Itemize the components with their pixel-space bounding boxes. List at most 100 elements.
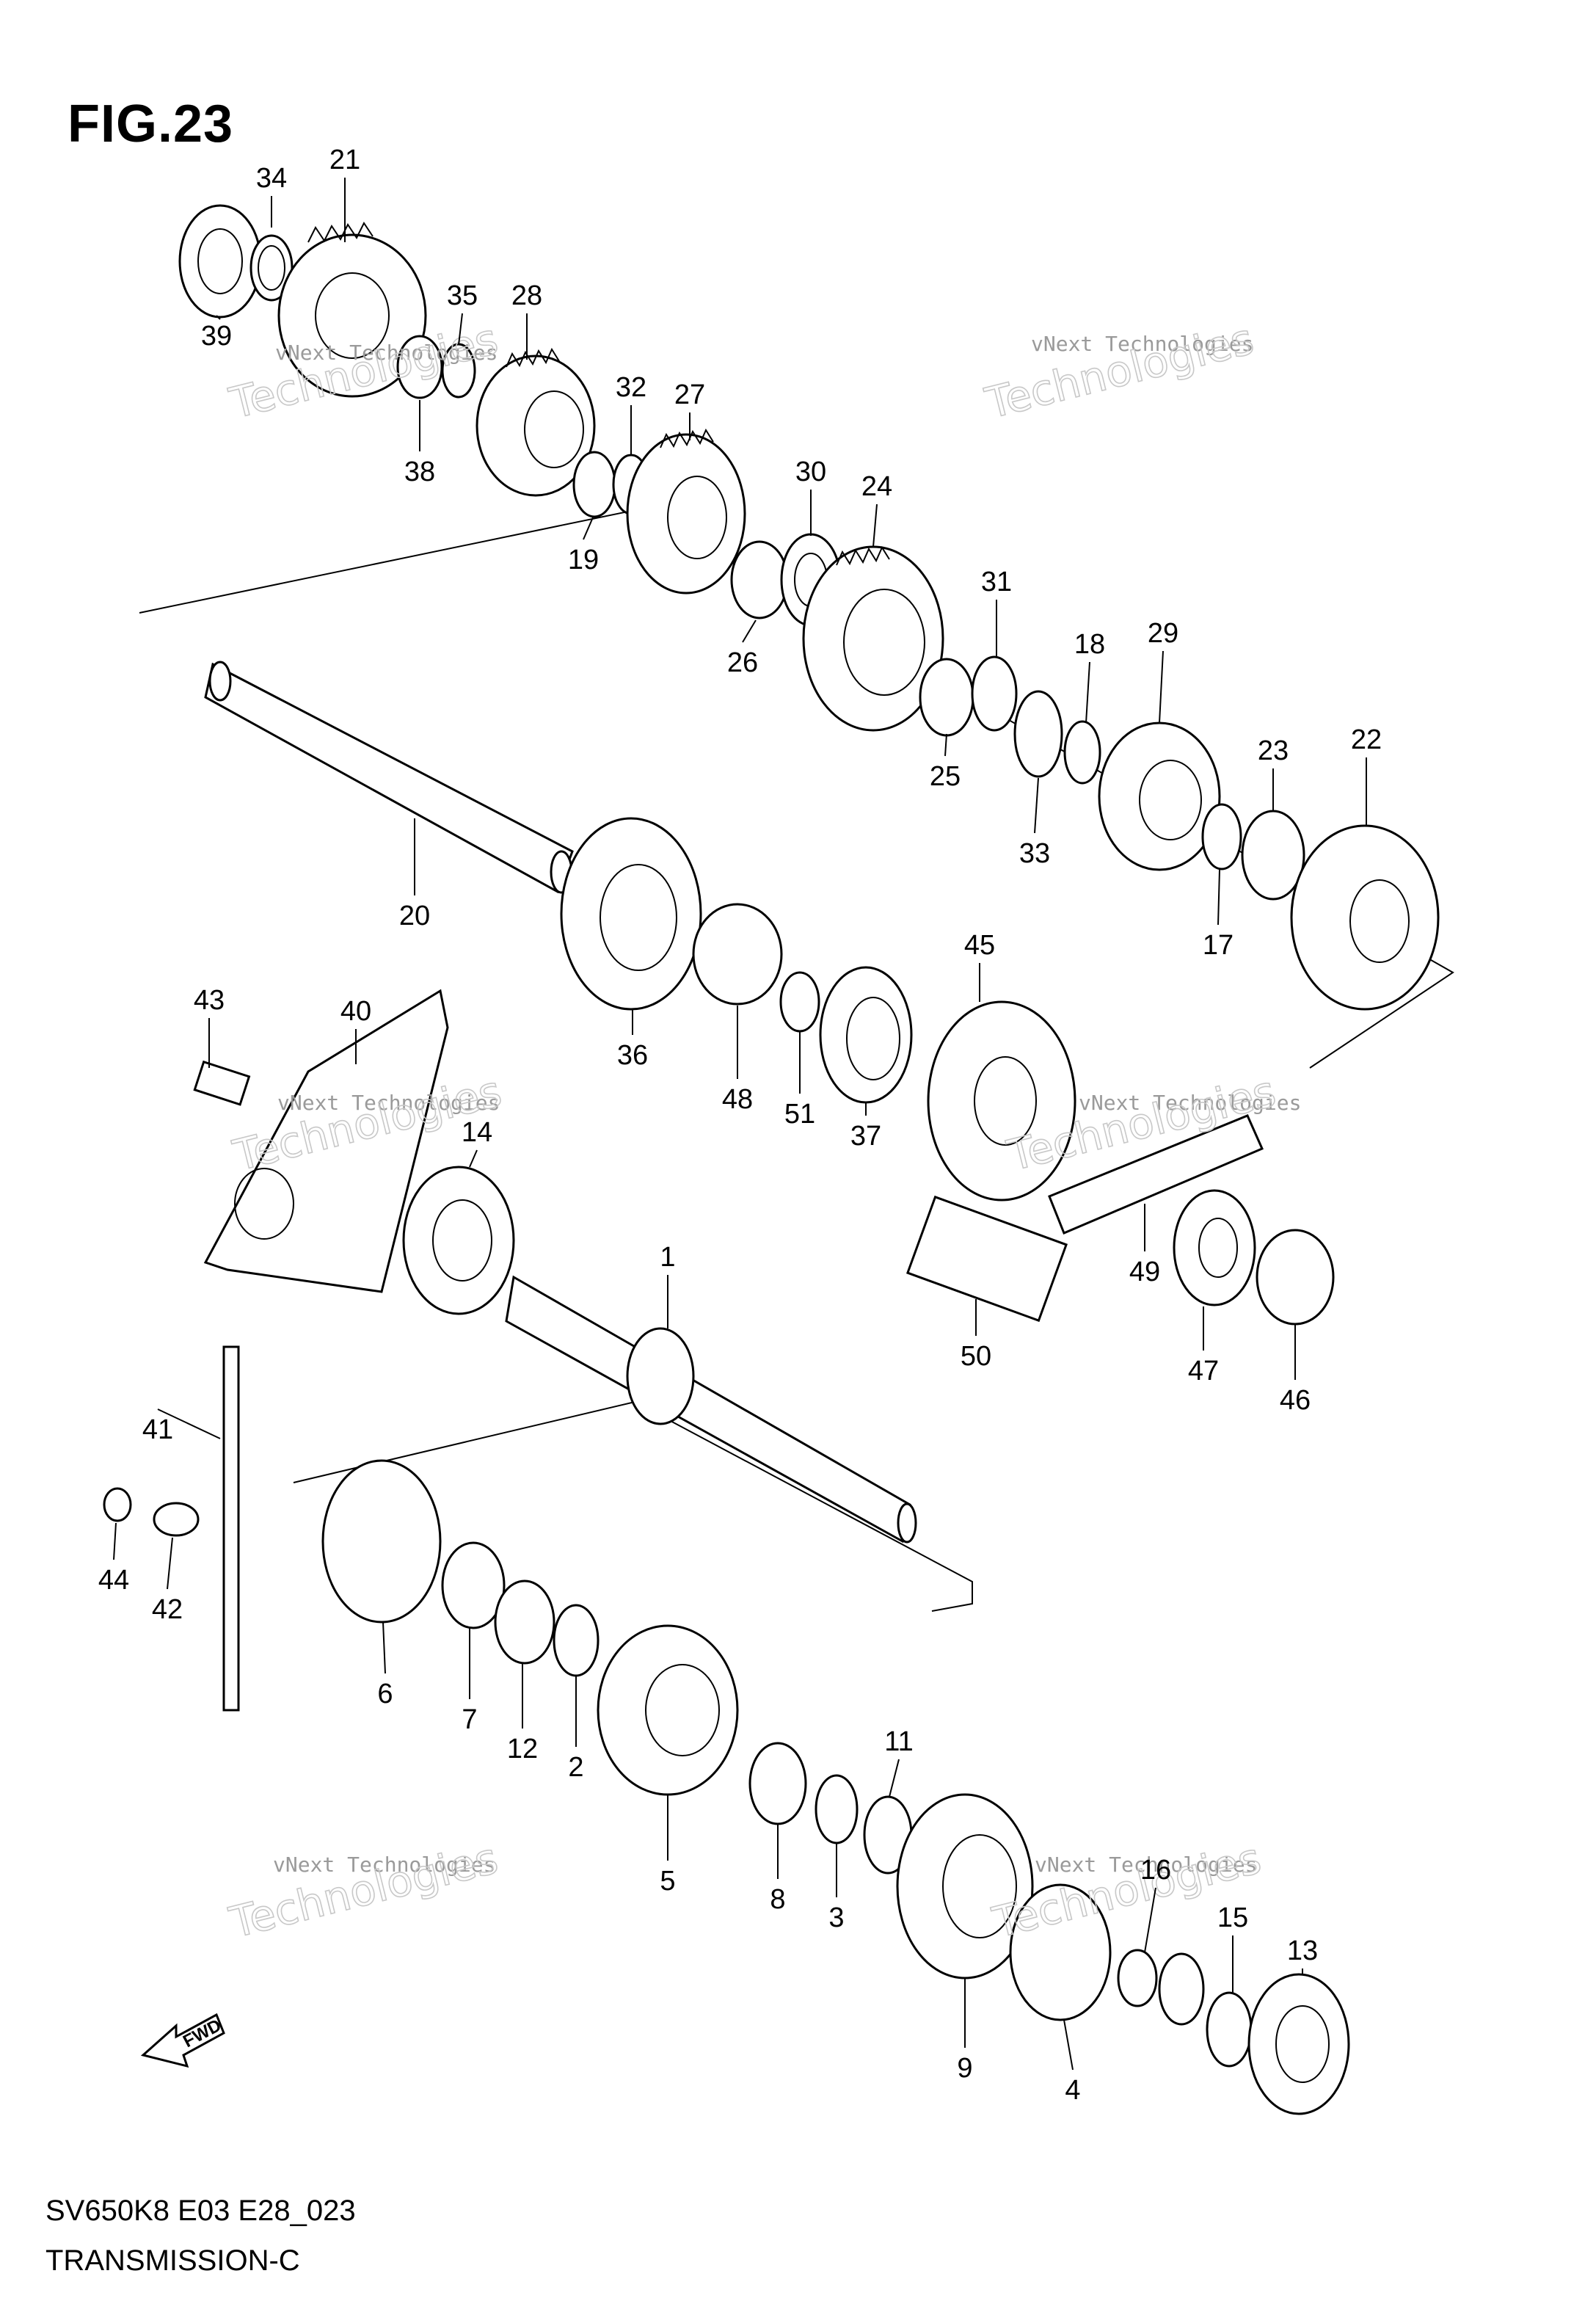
- callout-25: 25: [930, 761, 961, 792]
- callout-leader-33: [1034, 777, 1039, 834]
- driveshaft-1: [505, 1275, 917, 1544]
- callout-leader-18: [1085, 661, 1090, 724]
- fwd-label: FWD: [180, 2015, 225, 2051]
- callout-leader-44: [113, 1522, 117, 1560]
- callout-17: 17: [1203, 930, 1234, 961]
- washer-23: [1241, 810, 1305, 901]
- callout-12: 12: [507, 1734, 538, 1764]
- screw-44: [103, 1487, 132, 1522]
- callout-13: 13: [1287, 1935, 1318, 1966]
- callout-27: 27: [674, 379, 705, 410]
- callout-7: 7: [462, 1704, 477, 1735]
- callout-33: 33: [1019, 838, 1050, 869]
- callout-21: 21: [329, 145, 360, 175]
- callout-40: 40: [340, 996, 371, 1027]
- callout-leader-41: [157, 1408, 221, 1439]
- bearing-36: [560, 817, 702, 1011]
- svg-text:vNext Technologies: vNext Technologies: [1035, 1853, 1257, 1877]
- bushing-8: [748, 1742, 807, 1825]
- callout-6: 6: [377, 1679, 393, 1709]
- callout-leader-26: [742, 619, 757, 643]
- callout-leader-25: [944, 733, 947, 757]
- gear-5: [597, 1624, 739, 1796]
- circlip-3: [815, 1774, 859, 1844]
- callout-leader-24: [872, 504, 878, 548]
- callout-19: 19: [568, 545, 599, 575]
- callout-leader-4: [1063, 2019, 1074, 2071]
- model-code: SV650K8 E03 E28_023: [45, 2195, 356, 2227]
- callout-45: 45: [964, 930, 995, 961]
- callout-leader-6: [382, 1621, 386, 1674]
- nut-46: [1256, 1229, 1335, 1326]
- callout-39: 39: [201, 321, 232, 352]
- callout-leader-42: [167, 1537, 173, 1590]
- forward-arrow-icon: FWD: [140, 2013, 225, 2068]
- callout-43: 43: [194, 985, 225, 1016]
- oil-seal-37: [819, 966, 913, 1104]
- driveshaft-group-frame: [293, 1400, 973, 1612]
- gear-24: [802, 545, 944, 732]
- callout-51: 51: [784, 1099, 815, 1130]
- svg-text:vNext Technologies: vNext Technologies: [275, 341, 498, 365]
- callout-50: 50: [961, 1341, 991, 1372]
- plate-40: [203, 989, 449, 1293]
- callout-leader-39: [216, 315, 221, 320]
- gear-27: [626, 428, 746, 595]
- bolt-43: [193, 1060, 251, 1106]
- callout-26: 26: [727, 647, 758, 678]
- circlip-17: [1201, 803, 1242, 870]
- gear-6: [321, 1459, 442, 1624]
- callout-24: 24: [861, 471, 892, 502]
- callout-9: 9: [957, 2053, 972, 2084]
- clip-42: [153, 1502, 200, 1537]
- shift-rod-41: [222, 1345, 240, 1712]
- svg-text:vNext Technologies: vNext Technologies: [1079, 1091, 1301, 1115]
- callout-36: 36: [617, 1040, 648, 1071]
- callout-leader-19: [583, 517, 594, 540]
- watermark-5: vNext Technologies Technologies: [224, 1833, 503, 1949]
- gear-22: [1290, 824, 1440, 1011]
- callout-48: 48: [722, 1084, 753, 1115]
- bushing-25: [919, 658, 974, 737]
- callout-34: 34: [256, 163, 287, 194]
- callout-29: 29: [1148, 618, 1178, 649]
- bushing-26: [730, 540, 789, 619]
- washer-31: [971, 655, 1018, 732]
- callout-14: 14: [462, 1117, 492, 1148]
- callout-30: 30: [795, 457, 826, 487]
- callout-47: 47: [1188, 1356, 1219, 1386]
- callout-leader-29: [1159, 650, 1164, 724]
- svg-text:vNext Technologies: vNext Technologies: [277, 1091, 500, 1115]
- callout-8: 8: [770, 1884, 785, 1915]
- callout-44: 44: [98, 1565, 129, 1596]
- svg-text:Technologies: Technologies: [225, 1833, 503, 1947]
- bearing-14: [402, 1166, 515, 1315]
- callout-leader-14: [469, 1149, 478, 1168]
- callout-leader-11: [889, 1759, 900, 1797]
- callout-32: 32: [616, 372, 646, 403]
- figure-title: FIG.23: [68, 95, 234, 153]
- gear-29: [1098, 721, 1221, 871]
- bearing-13: [1247, 1973, 1350, 2115]
- callout-3: 3: [828, 1902, 844, 1933]
- svg-text:Technologies: Technologies: [980, 313, 1258, 428]
- watermark-2: vNext Technologies Technologies: [980, 313, 1259, 429]
- callout-28: 28: [511, 280, 542, 311]
- bushing-7: [441, 1541, 506, 1629]
- callout-22: 22: [1351, 724, 1382, 755]
- callout-41: 41: [142, 1414, 173, 1445]
- gear-4: [1009, 1883, 1112, 2021]
- callout-35: 35: [447, 280, 478, 311]
- callout-31: 31: [981, 567, 1012, 597]
- callout-5: 5: [660, 1866, 675, 1897]
- svg-text:vNext Technologies: vNext Technologies: [1031, 332, 1253, 356]
- gear-9: [896, 1793, 1034, 1980]
- callout-18: 18: [1074, 629, 1105, 660]
- washer-47: [1173, 1189, 1256, 1306]
- callout-11: 11: [884, 1726, 913, 1757]
- gear-21: [277, 222, 427, 398]
- bearing-39: [178, 204, 262, 319]
- spacer-48: [692, 903, 783, 1006]
